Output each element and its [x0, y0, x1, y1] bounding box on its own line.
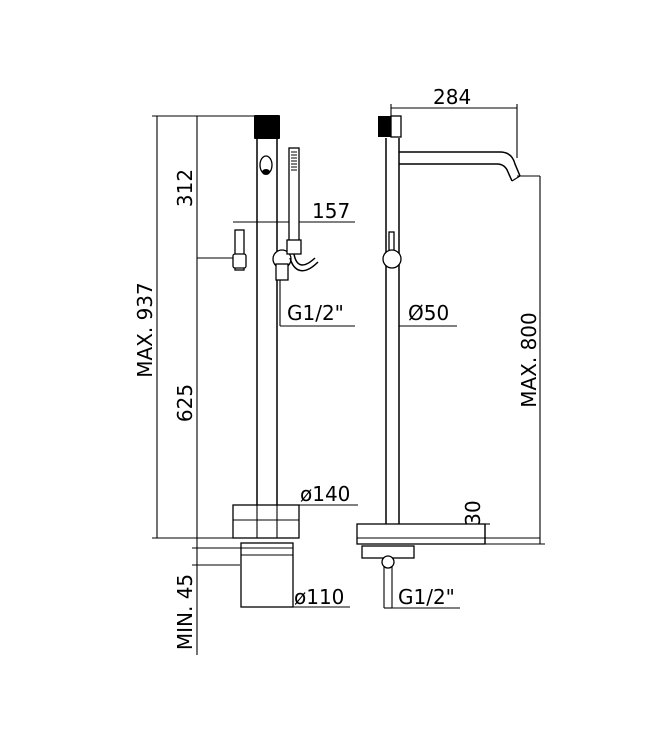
side-base-plate [356, 523, 540, 545]
dim-30: 30 [461, 500, 485, 525]
dim-g12-front: G1/2" [287, 301, 344, 325]
side-view: 284 Ø50 MAX. 800 30 G1/2" [356, 85, 545, 609]
front-shower-connection [275, 263, 355, 327]
front-floor-body [240, 542, 294, 608]
side-spout [399, 151, 540, 182]
front-base-plate [232, 504, 300, 539]
dim-max-937: MAX. 937 [133, 282, 157, 378]
front-dimension-lines [152, 115, 262, 655]
front-view: MAX. 937 312 625 MIN. 45 157 G1/2" ø140 … [133, 115, 358, 655]
dim-min-45: MIN. 45 [173, 574, 197, 650]
dim-157: 157 [312, 199, 350, 223]
front-spout-outlet [259, 155, 273, 175]
dim-625: 625 [173, 384, 197, 422]
front-column [256, 138, 278, 505]
dim-284: 284 [433, 85, 471, 109]
side-column [385, 138, 400, 524]
dim-diameter-140: ø140 [300, 482, 350, 506]
side-top-cap [378, 116, 391, 137]
side-floor-connection [361, 545, 460, 609]
front-hand-shower [286, 147, 319, 272]
side-mixer-lever [382, 231, 402, 269]
dim-diameter-110: ø110 [294, 585, 344, 609]
dim-max-800: MAX. 800 [517, 312, 541, 408]
dim-g12-side: G1/2" [398, 585, 455, 609]
dim-312: 312 [173, 169, 197, 207]
dim-diameter-50: Ø50 [408, 301, 449, 325]
front-top-cap [254, 115, 280, 139]
side-dimension-284 [390, 104, 518, 158]
